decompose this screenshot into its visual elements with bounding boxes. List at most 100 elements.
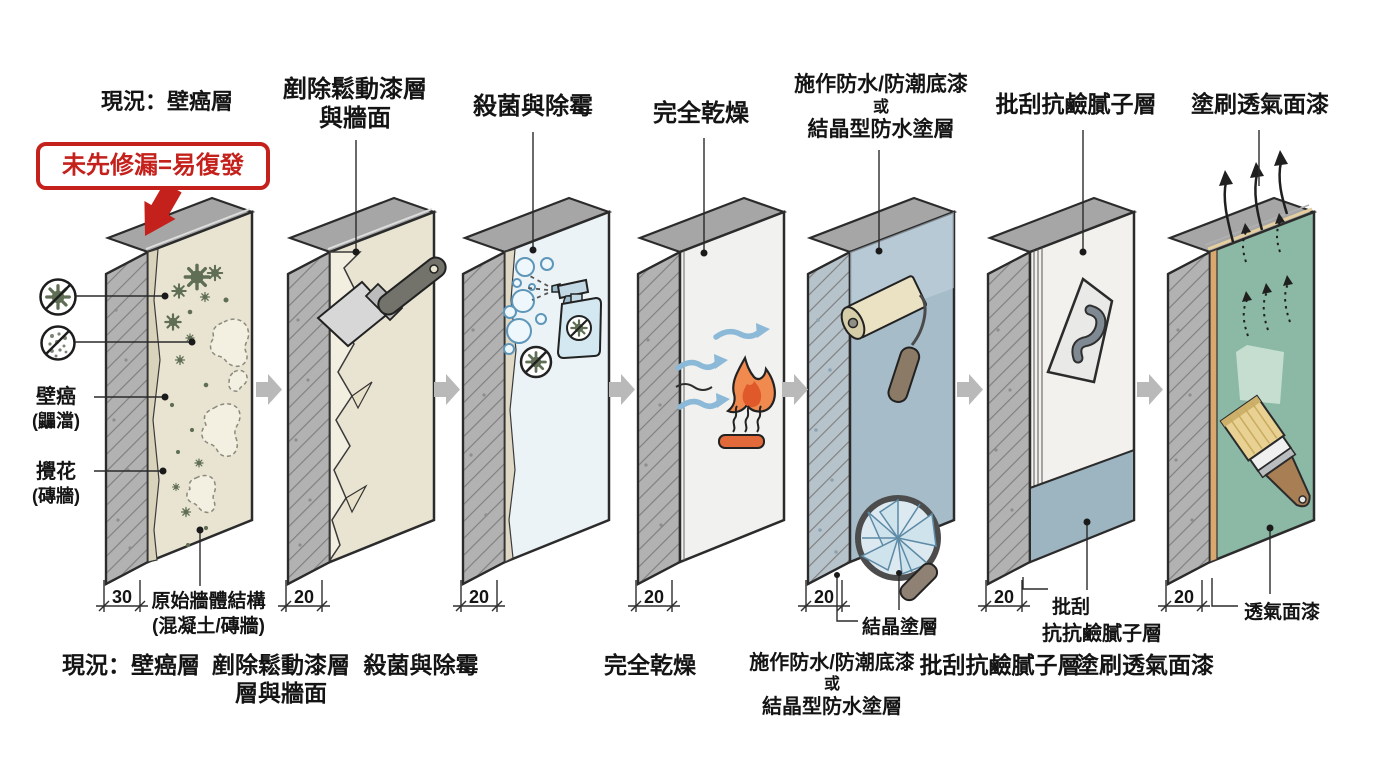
top-leader-lines: [355, 130, 1260, 250]
primer-layer-stripe: [1209, 248, 1218, 563]
bubbles: [503, 257, 554, 355]
fresh-paint-swath: [1236, 345, 1284, 404]
rough-plaster-edge: [147, 248, 161, 563]
heat-arrows: [675, 323, 770, 410]
warning-arrow: [144, 182, 182, 236]
step-4-top-title-line: 完全乾燥: [653, 100, 749, 127]
wall-step-4: [636, 196, 788, 586]
step-5-top-title: 施作防水/防潮底漆 或 結晶型防水塗層: [771, 72, 991, 143]
dimension-marker-7: [1158, 580, 1210, 612]
step-1-leaders: [75, 295, 201, 586]
step-6-bottom-title: 批刮抗鹼膩子層: [890, 651, 1110, 679]
wall-cancer-label-line1: 壁癌: [36, 386, 76, 408]
vapor-arrows: [1219, 150, 1293, 337]
waterproof-band: [1029, 448, 1135, 564]
dimension-marker-5: [798, 580, 850, 612]
skim-coat-label-line1: 批刮: [1052, 597, 1091, 618]
mold-spots: [164, 263, 229, 547]
crystal-coating-label: 結晶塗層: [862, 617, 939, 638]
prohibited-mold-icon: [519, 345, 553, 379]
process-arrow-4: [782, 374, 808, 405]
step-7-bottom-title-line: 塗刷透氣面漆: [1076, 652, 1214, 678]
structure-label-line2: (混凝土/磚牆): [152, 615, 265, 637]
process-arrow-2: [434, 374, 460, 405]
paint-brush-icon: [1219, 394, 1311, 508]
thickness-value-4: 20: [643, 587, 665, 607]
dimension-markers: [96, 580, 1210, 612]
step-6-top-title: 批刮抗鹼膩子層: [966, 90, 1186, 118]
step-3-bottom-title-line: 殺菌與除霉: [363, 652, 479, 678]
wall-step-5: [806, 196, 958, 602]
efflorescence-label: 攪花 (磚牆): [20, 459, 92, 508]
mold-icon: [39, 278, 77, 316]
structure-label: 原始牆體結構 (混凝土/磚牆): [126, 590, 291, 639]
thickness-value-5: 20: [813, 587, 835, 607]
dimension-marker-4: [628, 580, 680, 612]
step-1-bottom-title-line: 現況：壁癌層: [62, 652, 200, 678]
magnifier-icon: [855, 495, 941, 602]
step-2-bottom-title-line1: 剷除鬆動漆層: [212, 652, 350, 678]
step-4-top-title: 完全乾燥: [591, 99, 811, 128]
thickness-value-1: 30: [111, 587, 133, 607]
dimension-marker-6: [978, 580, 1030, 612]
thickness-value-7: 20: [1173, 587, 1195, 607]
step-6-bottom-title-line: 批刮抗鹼膩子層: [919, 652, 1081, 678]
warning-badge: 未先修漏=易復發: [36, 142, 270, 190]
wall-step-3: [461, 196, 613, 586]
step-1-top-title-line: 現況：壁癌層: [100, 89, 233, 114]
trowel-icon: [1046, 276, 1114, 384]
step-5-top-title-line1: 施作防水/防潮底漆: [794, 73, 968, 96]
efflorescence-label-line2: (磚牆): [32, 486, 80, 506]
thickness-value-2: 20: [293, 587, 315, 607]
paint-roller-icon: [840, 275, 927, 404]
step-2-top-title-line1: 剷除鬆動漆層: [283, 76, 427, 103]
wall-step-1: [104, 196, 256, 586]
process-arrow-1: [256, 374, 282, 405]
step-3-top-title: 殺菌與除霉: [420, 92, 646, 121]
process-arrows: [256, 374, 1163, 405]
structure-label-line1: 原始牆體結構: [151, 591, 266, 612]
step-5-top-title-line2: 或: [872, 98, 889, 116]
step-5-bottom-title-line3: 結晶型防水塗層: [762, 695, 902, 718]
dimension-marker-3: [453, 580, 505, 612]
step-6-top-title-line: 批刮抗鹼膩子層: [995, 91, 1157, 117]
step-5-bottom-title-line2: 或: [823, 676, 840, 694]
step-1-leader-dots: [159, 292, 204, 534]
step-7-top-title: 塗刷透氣面漆: [1150, 90, 1370, 118]
bottom-annotation-leaders: [836, 524, 1271, 622]
step-5-bottom-title-line1: 施作防水/防潮底漆: [749, 652, 915, 674]
flame-icon: [725, 355, 776, 414]
efflorescence-label-line1: 攪花: [36, 461, 76, 483]
wall-cancer-label: 壁癌 (鼺澢): [20, 384, 92, 433]
step-3-bottom-title: 殺菌與除霉: [311, 651, 531, 679]
efflorescence-icon: [40, 325, 76, 361]
top-leader-dots: [352, 246, 1087, 257]
process-arrow-6: [1137, 374, 1163, 405]
wall-cancer-label-line2: (鼺澢): [32, 411, 80, 431]
step-2-bottom-title-line2: 層與牆面: [235, 680, 327, 707]
step-2-top-title: 剷除鬆動漆層 與牆面: [245, 75, 465, 134]
step-4-bottom-title: 完全乾燥: [540, 651, 760, 679]
step-7-top-title-line: 塗刷透氣面漆: [1191, 91, 1329, 117]
skim-coat-label-line2: 抗抗鹼膩子層: [1042, 623, 1162, 645]
thickness-value-6: 20: [993, 587, 1015, 607]
wall-step-2: [286, 196, 447, 586]
wall-step-6: [986, 196, 1138, 586]
step-2-top-title-line2: 與牆面: [319, 105, 391, 133]
step-1-top-title: 現況：壁癌層: [57, 89, 277, 116]
peeling-patches: [186, 318, 250, 514]
process-arrow-5: [957, 374, 983, 405]
step-5-top-title-line3: 結晶型防水塗層: [807, 118, 955, 142]
process-arrow-3: [609, 374, 635, 405]
heater-icon: [718, 405, 765, 449]
step-5-bottom-title: 施作防水/防潮底漆 或 結晶型防水塗層: [722, 651, 942, 719]
bottom-annotation-dots: [834, 518, 1274, 578]
thickness-value-3: 20: [468, 587, 490, 607]
breathable-topcoat-label: 透氣面漆: [1244, 602, 1321, 623]
step-2-bottom-title: 剷除鬆動漆層 層與牆面: [171, 651, 391, 707]
step-4-bottom-title-line: 完全乾燥: [604, 652, 696, 678]
scraper-icon: [316, 256, 447, 348]
spray-bottle-icon: [527, 275, 603, 360]
